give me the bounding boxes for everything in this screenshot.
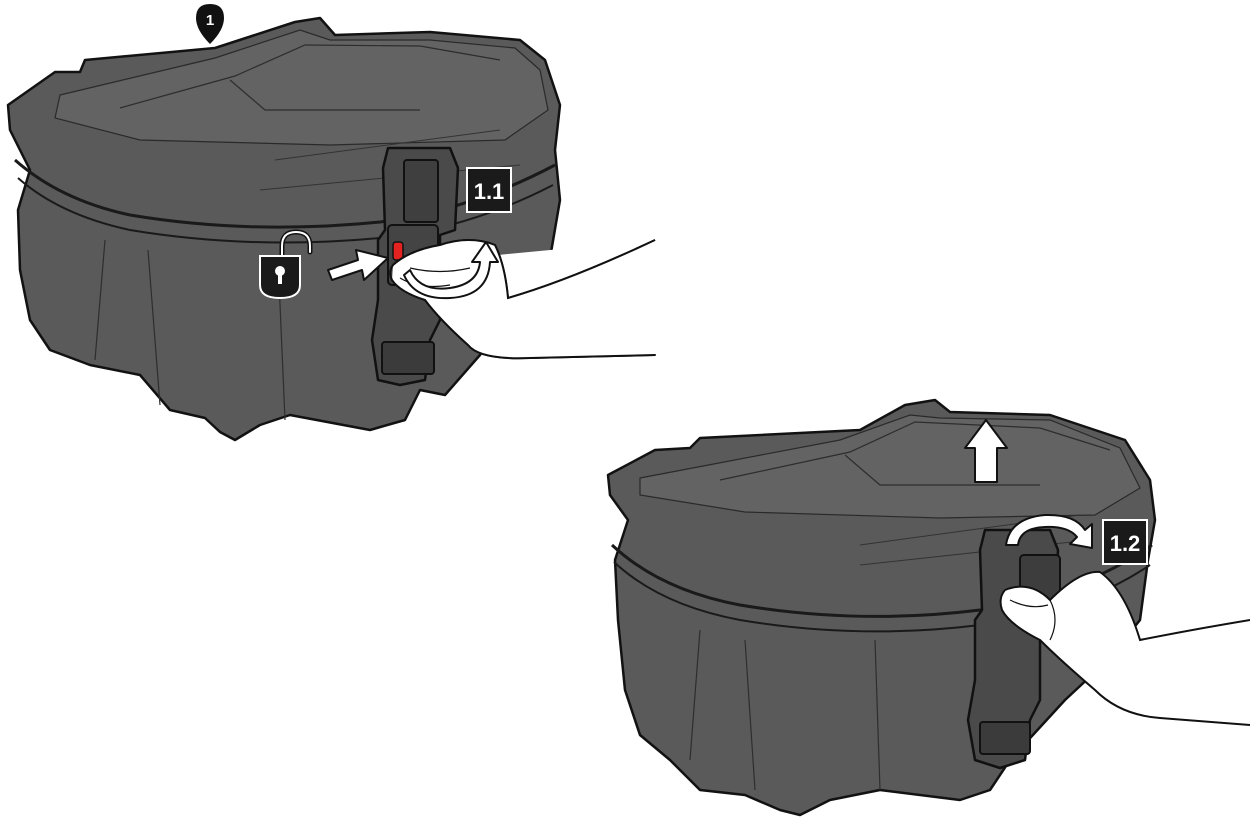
latch-lever: [404, 160, 438, 222]
main-step-marker-text: 1: [206, 12, 214, 29]
step-label-1-2-text: 1.2: [1110, 531, 1141, 556]
lid-top: [640, 415, 1140, 518]
latch-lower-slot: [382, 342, 434, 374]
lid-top: [55, 30, 548, 145]
step-label-1-1-text: 1.1: [474, 179, 505, 204]
main-step-marker: 1: [196, 4, 224, 44]
latch-lower-slot: [980, 722, 1030, 754]
step-label-1-2: 1.2: [1103, 520, 1147, 564]
top-case-step-1-1: [8, 18, 560, 440]
step-label-1-1: 1.1: [467, 168, 511, 212]
latch-red-button: [393, 242, 403, 260]
